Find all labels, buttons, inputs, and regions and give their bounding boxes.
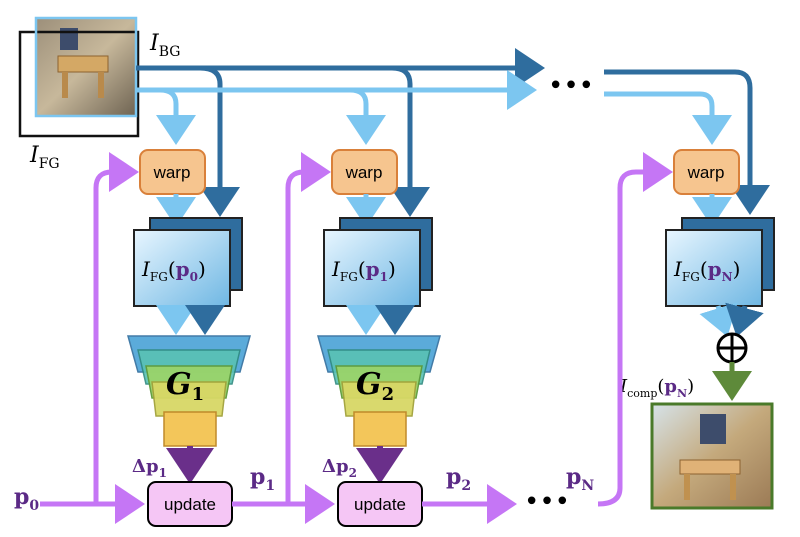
delta-label-1: Δp1 [132, 456, 167, 480]
fg-warped-1 [133, 229, 231, 307]
fg-warped-label-2: IFG(p1) [331, 257, 396, 284]
bg-image-feed-lines [136, 48, 770, 217]
stage-1: warp IFG(p0) G1 Δp1 update [127, 149, 251, 527]
update-label-1: update [164, 495, 216, 514]
bg-image-label: IBG [149, 31, 180, 60]
fg-warped-label-n: IFG(pN) [673, 257, 740, 284]
generator-1 [127, 335, 251, 447]
generator-label-1: G1 [166, 367, 204, 405]
fg-warped-n [665, 229, 763, 307]
warp-label-1: warp [153, 163, 191, 182]
bottom-ellipsis: ••• [524, 487, 570, 517]
stage-2: warp IFG(p1) G2 Δp2 update [317, 149, 441, 527]
composite-operator [716, 332, 748, 364]
fg-image-feed-lines [136, 70, 732, 145]
stage-n: warp IFG(pN) [665, 149, 775, 337]
warp-box-n [673, 149, 740, 195]
fg-warped-2 [323, 229, 421, 307]
param-label-pn: pN [566, 464, 594, 494]
composite-image [650, 402, 774, 510]
parameter-flow [40, 152, 673, 524]
background-image [35, 17, 137, 117]
delta-label-2: Δp2 [322, 456, 357, 480]
update-label-2: update [354, 495, 406, 514]
param-label-p0: p0 [14, 484, 39, 514]
param-label-p1: p1 [250, 464, 275, 494]
generator-label-2: G2 [356, 367, 394, 405]
top-ellipsis: ••• [548, 71, 594, 101]
composite-label: Icomp(pN) [619, 376, 694, 400]
warp-box-1 [139, 149, 206, 195]
fg-image-label: IFG [29, 143, 60, 172]
param-label-p2: p2 [446, 464, 471, 494]
generator-2 [317, 335, 441, 447]
warp-label-2: warp [345, 163, 383, 182]
fg-warped-label-1: IFG(p0) [141, 257, 206, 284]
warp-label-n: warp [687, 163, 725, 182]
